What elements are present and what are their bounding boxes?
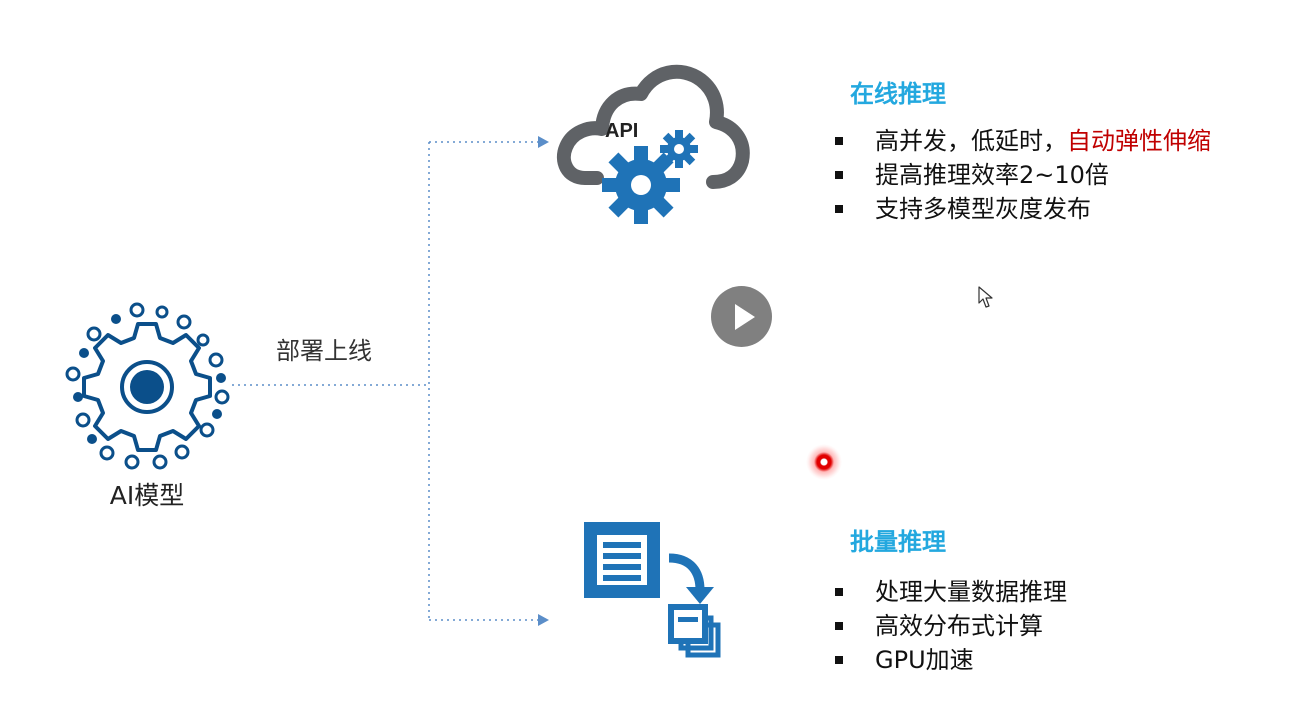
model-ring-filled-dot [111, 314, 121, 324]
bullet-text: 处理大量数据推理 [875, 578, 1067, 606]
model-ring-filled-dot [216, 373, 226, 383]
batch-documents-icon [584, 522, 721, 658]
batch-bullet-distributed-computing: 高效分布式计算 [835, 609, 1067, 643]
ai-model-gear-icon [65, 302, 230, 470]
bullet-text: 提高推理效率2~10倍 [875, 161, 1109, 189]
output-document-front [668, 604, 708, 644]
highlighted-bullet-text: 自动弹性伸缩 [1067, 127, 1211, 155]
model-ring-dot [199, 422, 215, 438]
model-ring-filled-dot [212, 409, 222, 419]
model-ring-filled-dot [87, 434, 97, 444]
model-ring-dot [214, 389, 230, 405]
square-bullet-icon [835, 171, 843, 179]
model-ring-filled-dot [79, 348, 89, 358]
model-gear-outline [82, 322, 212, 452]
batch-inference-bullets: 处理大量数据推理 高效分布式计算 GPU加速 [835, 575, 1067, 677]
online-bullet-efficiency: 提高推理效率2~10倍 [835, 158, 1211, 192]
online-inference-title: 在线推理 [850, 80, 946, 108]
mouse-cursor-icon [978, 286, 993, 308]
online-arrow-icon [538, 136, 549, 148]
square-bullet-icon [835, 137, 843, 145]
api-label: API [605, 120, 638, 142]
model-ring-dot [208, 352, 224, 368]
model-ring-dot [65, 366, 81, 382]
batch-bullet-large-data: 处理大量数据推理 [835, 575, 1067, 609]
bullet-text: 支持多模型灰度发布 [875, 195, 1091, 223]
small-gear-icon [660, 130, 698, 168]
batch-bullet-gpu-acceleration: GPU加速 [835, 643, 1067, 677]
laser-pointer-icon [806, 444, 842, 480]
source-document-lines [603, 542, 641, 581]
online-bullet-high-concurrency: 高并发，低延时，自动弹性伸缩 [835, 124, 1211, 158]
model-ring-dot [99, 445, 115, 461]
model-gear-center [130, 370, 164, 404]
bullet-text: 高效分布式计算 [875, 612, 1043, 640]
model-ring-dot [129, 302, 145, 318]
model-ring-dot [124, 454, 140, 470]
model-ring-dot [155, 305, 169, 319]
square-bullet-icon [835, 588, 843, 596]
model-ring-dot [152, 454, 168, 470]
ai-model-label: AI模型 [109, 481, 185, 510]
output-document-line [678, 617, 698, 622]
cloud-outline [556, 64, 750, 189]
online-inference-bullets: 高并发，低延时，自动弹性伸缩 提高推理效率2~10倍 支持多模型灰度发布 [835, 124, 1211, 226]
model-ring-dot [196, 333, 210, 347]
batch-inference-title: 批量推理 [850, 528, 946, 556]
square-bullet-icon [835, 205, 843, 213]
transfer-arrow-icon [668, 553, 705, 591]
square-bullet-icon [835, 656, 843, 664]
square-bullet-icon [835, 622, 843, 630]
model-ring-dot [176, 314, 192, 330]
play-icon [735, 304, 755, 330]
deploy-label: 部署上线 [276, 337, 372, 365]
api-cloud-icon: API [556, 64, 750, 224]
model-ring-dot [75, 412, 91, 428]
batch-arrow-icon [538, 614, 549, 626]
model-ring-dot [86, 326, 102, 342]
bullet-text: GPU加速 [875, 646, 974, 674]
model-ring-filled-dot [73, 392, 83, 402]
transfer-arrowhead-icon [686, 587, 714, 604]
play-button[interactable] [711, 286, 772, 347]
model-ring-dot [174, 444, 190, 460]
online-bullet-gray-release: 支持多模型灰度发布 [835, 192, 1211, 226]
model-gear-ring [120, 360, 174, 414]
large-gear-icon [602, 146, 680, 224]
bullet-text: 高并发，低延时， [875, 127, 1067, 155]
